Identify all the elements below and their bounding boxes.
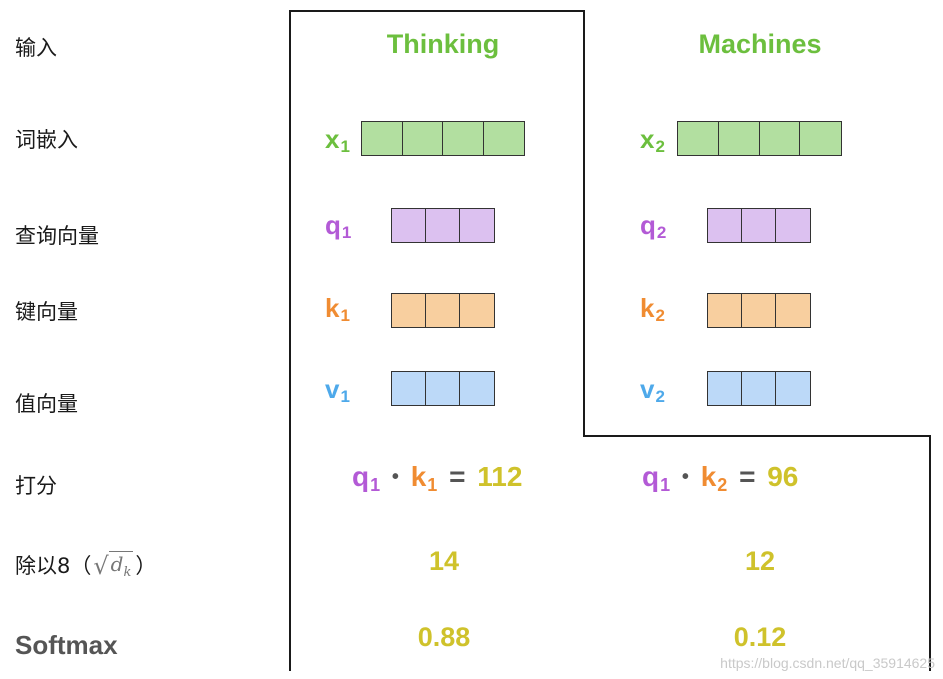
x1-embedding-vector [361, 121, 525, 156]
score-k: k1 [410, 461, 438, 495]
v2-label: v2 [640, 374, 665, 406]
row-label-divide: 除以8（ √ dk ） [15, 550, 156, 580]
vector-cell [708, 294, 742, 327]
score-equation-1: q1 • k1 = 112 [352, 461, 522, 496]
score-value: 96 [767, 461, 799, 492]
word-machines: Machines [698, 29, 822, 59]
divided-value-1: 14 [428, 546, 460, 576]
q2-query-vector [707, 208, 811, 243]
x2-embedding-vector [677, 121, 842, 156]
vector-cell [776, 209, 810, 242]
vector-cell [460, 294, 494, 327]
row-label-value: 值向量 [15, 392, 78, 416]
vector-cell [460, 209, 494, 242]
vector-cell [443, 122, 484, 155]
sqrt-radical: √ [93, 551, 109, 580]
score-equation-2: q1 • k2 = 96 [642, 461, 798, 496]
sqrt-k: k [123, 564, 132, 580]
score-k: k2 [700, 461, 728, 495]
vector-cell [776, 372, 810, 405]
vector-cell [708, 209, 742, 242]
vector-cell [484, 122, 525, 155]
vector-cell [392, 209, 426, 242]
equals-sign: = [739, 461, 756, 492]
softmax-value-2: 0.12 [733, 622, 787, 652]
row-label-query: 查询向量 [15, 224, 99, 248]
vector-cell [403, 122, 443, 155]
vector-cell [742, 294, 776, 327]
equals-sign: = [449, 461, 466, 492]
score-q: q1 [352, 461, 381, 495]
row-label-embedding: 词嵌入 [15, 128, 78, 152]
score-q: q1 [642, 461, 671, 495]
row-label-softmax: Softmax [15, 630, 118, 660]
k2-key-vector [707, 293, 811, 328]
vector-cell [776, 294, 810, 327]
vector-cell [719, 122, 760, 155]
row-label-score: 打分 [15, 474, 57, 498]
sqrt-dk-formula: √ dk [93, 550, 134, 580]
v1-value-vector [391, 371, 495, 406]
x2-label: x2 [640, 124, 665, 156]
v1-label: v1 [325, 374, 350, 406]
divided-value-2: 12 [744, 546, 776, 576]
row-label-key: 键向量 [15, 300, 78, 324]
q1-query-vector [391, 208, 495, 243]
vector-cell [460, 372, 494, 405]
k1-key-vector [391, 293, 495, 328]
divide-text: 除以8（ [15, 554, 92, 578]
vector-cell [426, 209, 460, 242]
q1-label: q1 [325, 210, 352, 242]
vector-cell [362, 122, 403, 155]
q2-label: q2 [640, 210, 667, 242]
vector-cell [678, 122, 719, 155]
k2-label: k2 [640, 293, 665, 325]
vector-cell [392, 372, 426, 405]
softmax-value-1: 0.88 [417, 622, 471, 652]
sqrt-d: d [110, 551, 124, 576]
k1-label: k1 [325, 293, 350, 325]
dot-operator: • [681, 466, 689, 488]
score-value: 112 [477, 461, 523, 492]
vector-cell [760, 122, 801, 155]
vector-cell [742, 209, 776, 242]
vector-cell [742, 372, 776, 405]
v2-value-vector [707, 371, 811, 406]
watermark-url: https://blog.csdn.net/qq_35914625 [720, 655, 935, 671]
x1-label: x1 [325, 124, 350, 156]
row-label-input: 输入 [15, 36, 57, 60]
vector-cell [426, 372, 460, 405]
dot-operator: • [391, 466, 399, 488]
vector-cell [426, 294, 460, 327]
vector-cell [800, 122, 841, 155]
vector-cell [708, 372, 742, 405]
divide-close: ） [135, 554, 157, 578]
word-thinking: Thinking [386, 29, 500, 59]
vector-cell [392, 294, 426, 327]
